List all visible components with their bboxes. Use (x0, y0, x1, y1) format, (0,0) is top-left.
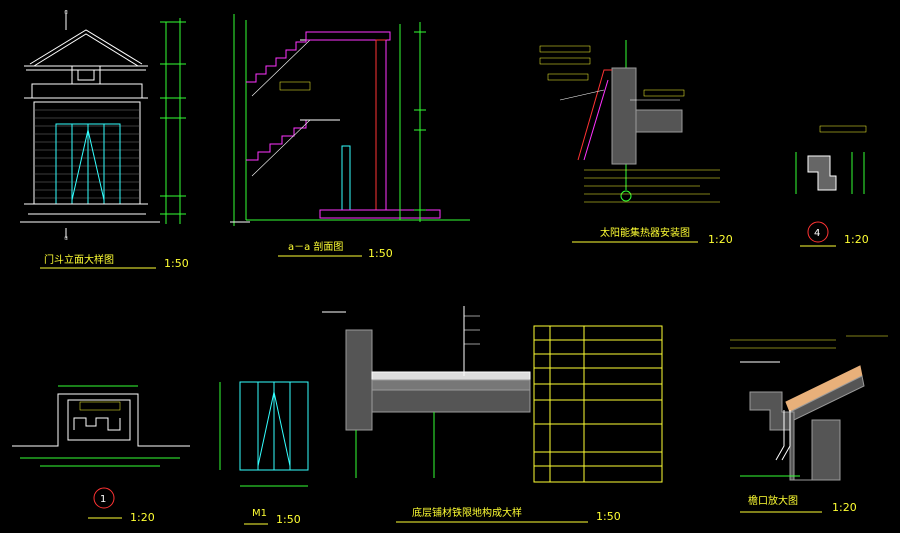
gate-elevation-scale: 1:50 (164, 257, 189, 270)
m1-caption: M1 (252, 508, 267, 519)
gate-elevation-caption: 门斗立面大样图 (44, 253, 114, 266)
detail-1-marker (93, 487, 115, 509)
section-aa-caption: a－a 剖面图 (288, 240, 343, 253)
detail-4-scale: 1:20 (844, 233, 869, 246)
detail-4-marker (807, 221, 829, 243)
floor-detail-caption: 底层铺材铁限地构成大样 (412, 506, 522, 519)
eaves-detail-scale: 1:20 (832, 501, 857, 514)
eaves-detail-caption: 檐口放大图 (748, 494, 798, 507)
floor-detail-scale: 1:50 (596, 510, 621, 523)
solar-detail-drawing (539, 40, 720, 203)
solar-detail-scale: 1:20 (708, 233, 733, 246)
detail-4-number: 4 (814, 228, 820, 239)
gate-elevation-drawing (20, 10, 186, 238)
axis-mark-top-b: ② (64, 236, 69, 242)
detail-1-number: 1 (100, 494, 106, 505)
detail-1-scale: 1:20 (130, 511, 155, 524)
axis-mark-top-a: ① (64, 10, 69, 16)
m1-scale: 1:50 (276, 513, 301, 526)
detail-1-drawing (12, 385, 190, 467)
eaves-detail-drawing (730, 335, 888, 481)
section-aa-scale: 1:50 (368, 247, 393, 260)
m1-door-drawing (219, 381, 309, 487)
section-aa-drawing (230, 14, 470, 226)
solar-detail-caption: 太阳能集热器安装图 (600, 226, 690, 239)
detail-4-drawing (795, 125, 867, 194)
floor-detail-drawing (322, 306, 663, 483)
